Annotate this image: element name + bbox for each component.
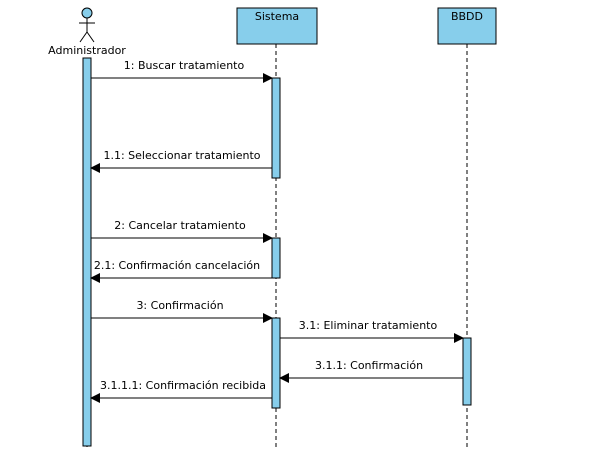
object-label: BBDD	[451, 10, 483, 23]
object-label: Sistema	[255, 10, 299, 23]
activation-sistema-1	[271, 77, 281, 179]
message-3-1: 3.1: Eliminar tratamiento	[280, 319, 464, 343]
actor-administrador: Administrador	[48, 7, 126, 57]
message-label: 2: Cancelar tratamiento	[114, 219, 246, 232]
actor-label: Administrador	[48, 44, 126, 57]
object-box	[437, 7, 497, 45]
message-label: 1.1: Seleccionar tratamiento	[103, 149, 260, 162]
message-1: 1: Buscar tratamiento	[91, 59, 273, 83]
message-3-1-1: 3.1.1: Confirmación	[279, 359, 463, 383]
actor-icon	[81, 7, 93, 19]
message-3: 3: Confirmación	[91, 299, 273, 323]
object-bbdd: BBDD	[437, 7, 497, 45]
message-2-1: 2.1: Confirmación cancelación	[90, 259, 272, 283]
message-label: 3.1.1: Confirmación	[315, 359, 423, 372]
object-sistema: Sistema	[236, 7, 318, 45]
message-label: 3: Confirmación	[136, 299, 223, 312]
message-label: 2.1: Confirmación cancelación	[94, 259, 260, 272]
message-label: 1: Buscar tratamiento	[124, 59, 245, 72]
object-box	[236, 7, 318, 45]
message-label: 3.1.1.1: Confirmación recibida	[100, 379, 266, 392]
activation-bbdd	[462, 337, 472, 406]
activation-administrador	[82, 57, 92, 447]
message-1-1: 1.1: Seleccionar tratamiento	[90, 149, 272, 173]
message-3-1-1-1: 3.1.1.1: Confirmación recibida	[90, 379, 272, 403]
message-2: 2: Cancelar tratamiento	[91, 219, 273, 243]
activation-sistema-2	[271, 237, 281, 279]
message-label: 3.1: Eliminar tratamiento	[299, 319, 438, 332]
activation-sistema-3	[271, 317, 281, 409]
